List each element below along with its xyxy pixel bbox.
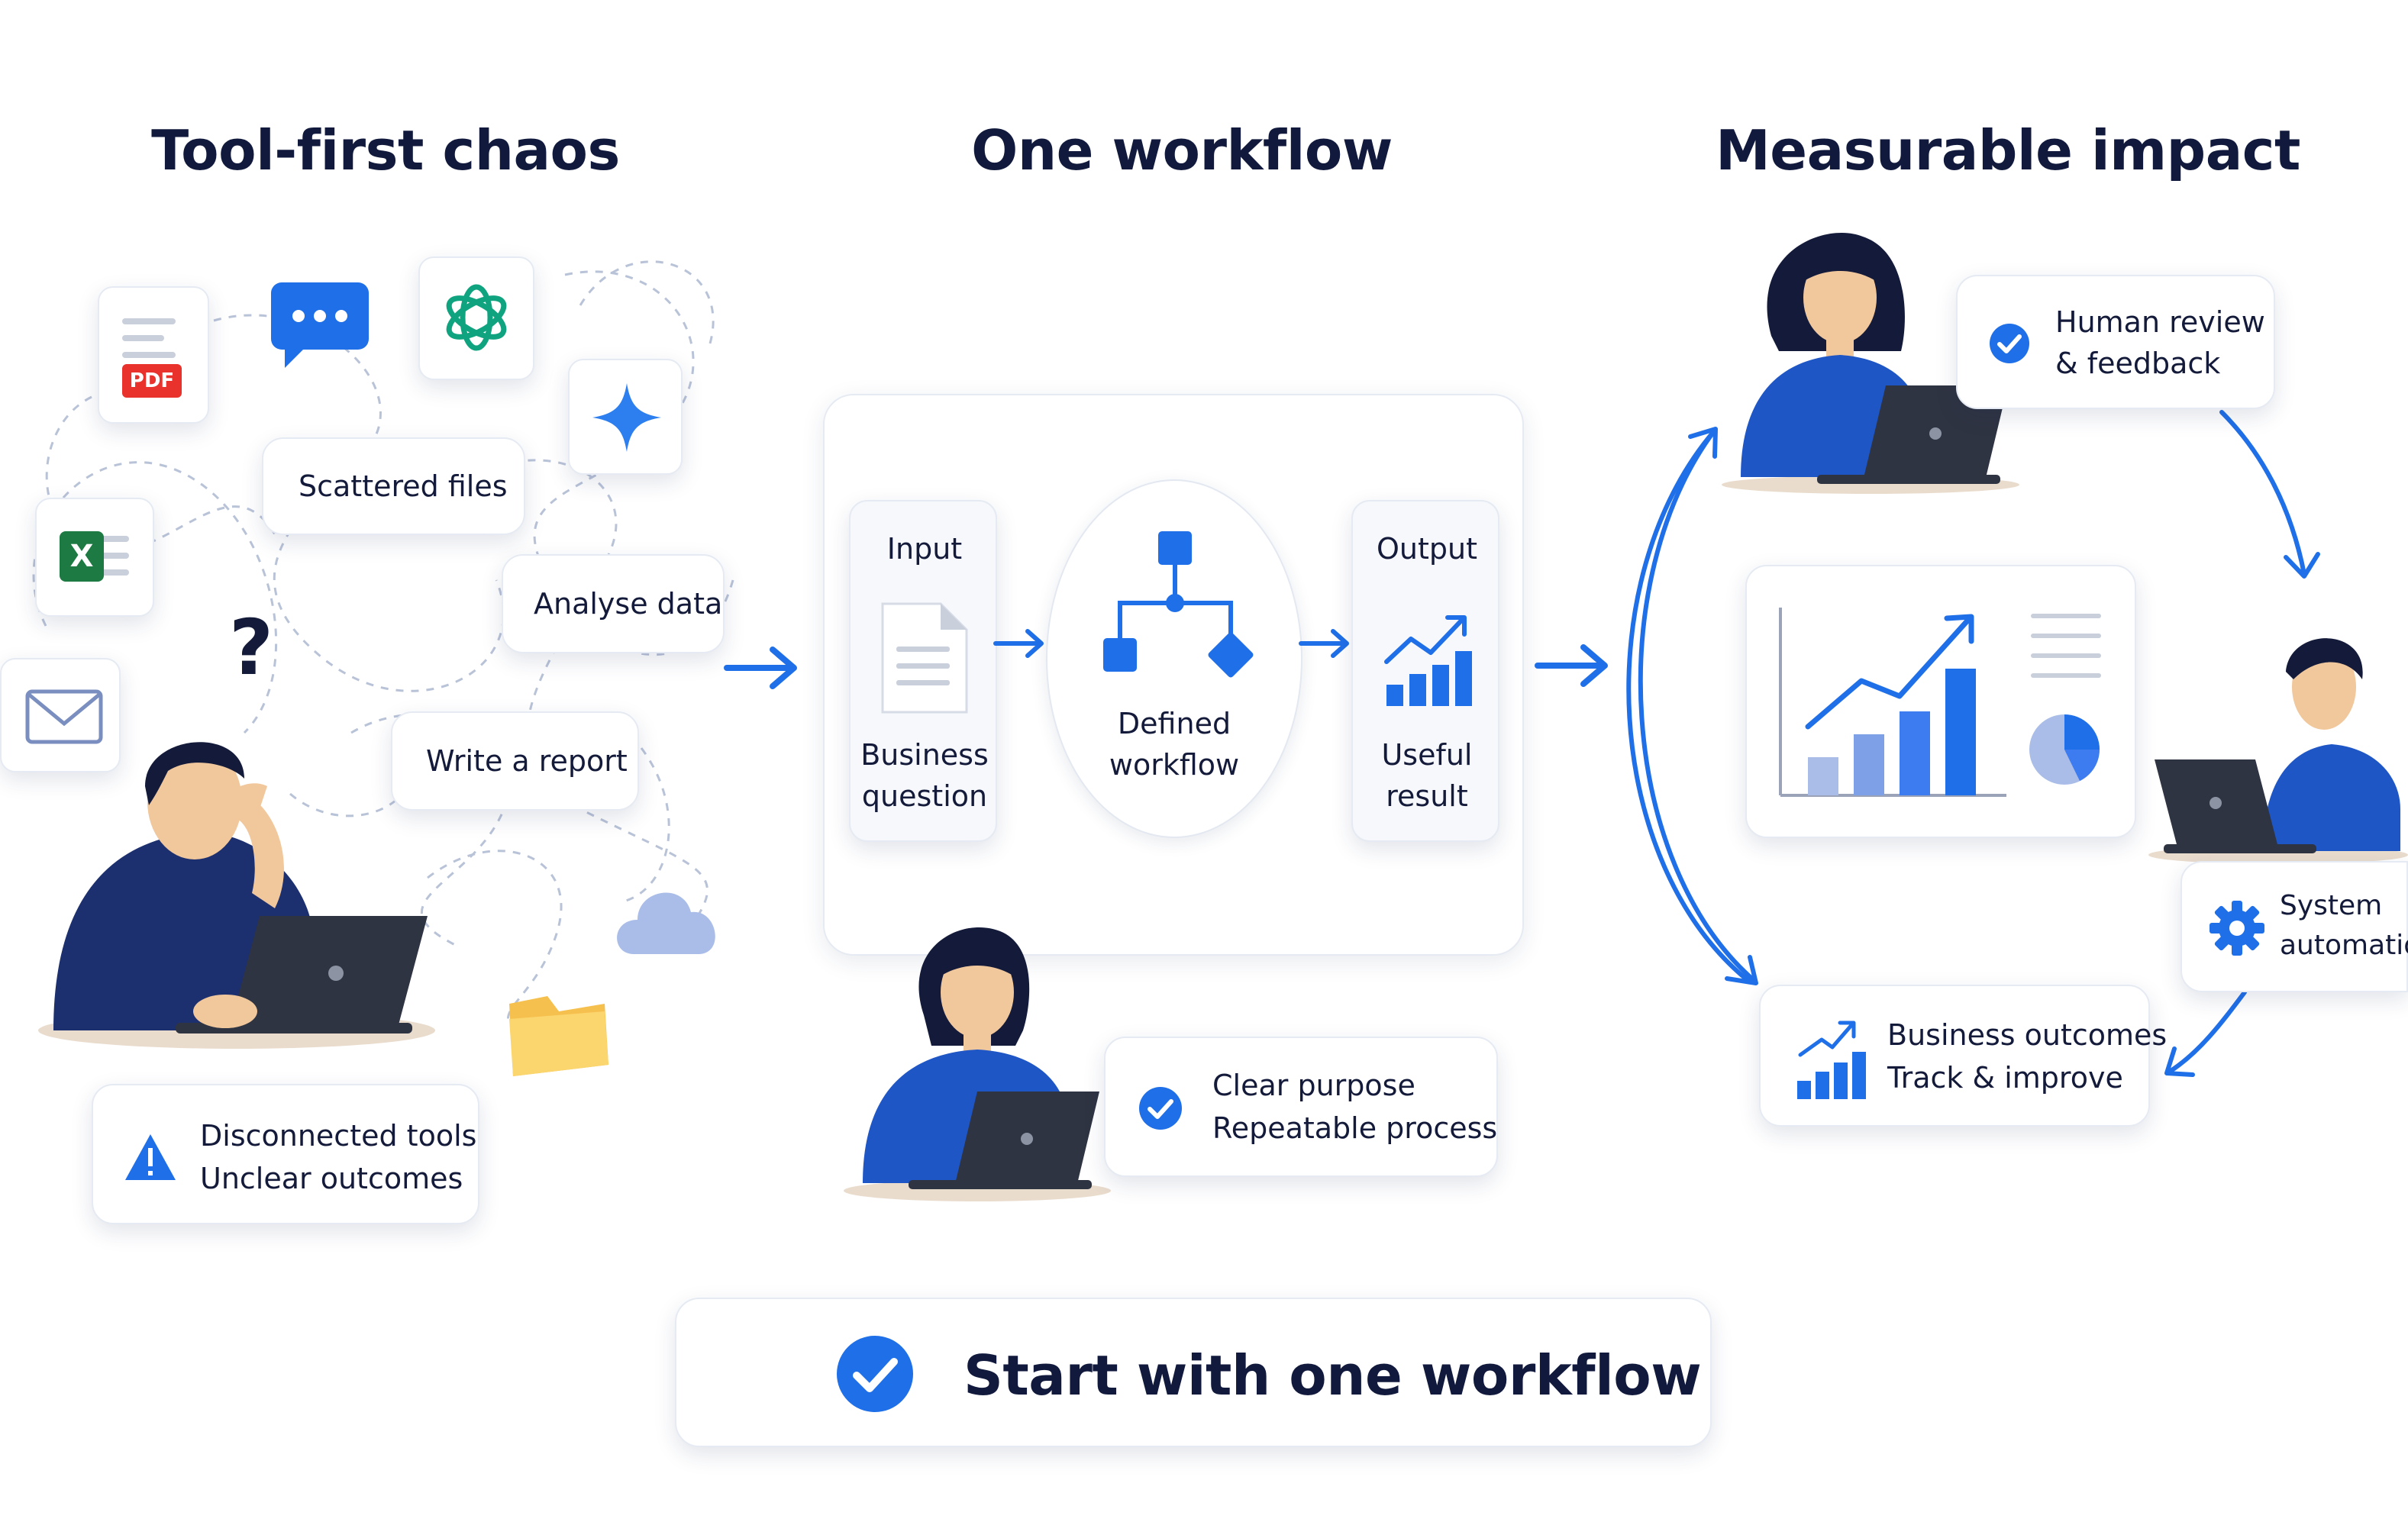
write-report-label: Write a report [426,744,628,778]
check-circle-icon [1139,1087,1182,1130]
automation-card: System automation [2180,861,2408,992]
scattered-files-card: Scattered files [262,437,525,535]
review-line1: Human review [2055,305,2265,339]
human-review-card: Human review & feedback [1956,275,2275,409]
review-line2: & feedback [2055,347,2221,380]
section-title-left: Tool-first chaos [151,118,620,182]
section-title-middle: One workflow [971,118,1393,182]
pdf-file-icon: PDF [98,286,209,424]
write-report-card: Write a report [391,711,639,811]
warning-icon [125,1134,176,1180]
outcomes-card: Business outcomes Track & improve [1759,985,2167,1127]
input-desc-line2: question [861,779,988,813]
dashboard-card [1745,565,2136,838]
arrow-right-icon [1535,644,1608,687]
mail-icon [0,658,121,772]
woman-at-laptop-illustration [844,927,1111,1201]
arrow-right-icon-small [1299,629,1349,658]
gear-icon [2209,901,2264,956]
outcomes-line1: Business outcomes [1887,1018,2168,1052]
automation-line2: automation [2280,930,2408,961]
outcomes-line2: Track & improve [1887,1061,2123,1095]
growth-chart-icon [1384,615,1472,706]
pdf-badge: PDF [122,364,182,398]
stressed-person-illustration [38,742,435,1049]
center-line2: workflow [1109,748,1240,782]
arrow-right-icon [724,647,797,689]
folder-icon [509,996,608,1076]
question-mark: ? [229,603,274,692]
excel-badge: X [60,531,104,582]
warning-line1: Disconnected tools [200,1119,477,1153]
section-title-right: Measurable impact [1716,118,2300,182]
growth-chart-icon [1797,1021,1866,1099]
excel-file-icon: X [35,498,154,617]
output-desc-line2: result [1386,779,1468,813]
start-workflow-button[interactable]: Start with one workflow [675,1298,1712,1447]
start-workflow-label: Start with one workflow [964,1343,1702,1408]
bar-chart-icon [1779,608,2006,797]
input-label: Input [886,532,963,566]
operator-person-illustration [2148,638,2408,864]
warning-card: Disconnected tools Unclear outcomes [92,1084,479,1224]
analyse-data-card: Analyse data [502,554,725,653]
output-label: Output [1377,532,1477,566]
output-desc-line1: Useful [1381,738,1473,772]
purpose-card: Clear purpose Repeatable process [1104,1037,1498,1177]
purpose-line1: Clear purpose [1212,1069,1415,1102]
cloud-icon [617,892,715,954]
scattered-files-label: Scattered files [299,469,508,503]
document-icon [881,602,968,714]
chat-bubble-icon [271,282,369,368]
flowchart-icon [1103,531,1254,678]
arrow-right-icon-small [993,629,1044,658]
warning-line2: Unclear outcomes [200,1162,463,1195]
check-circle-icon [1990,324,2029,363]
output-card: Output Useful result [1351,500,1499,842]
sparkle-icon [568,359,683,475]
reviewer-person-illustration [1722,233,2019,494]
center-line1: Defined [1117,707,1231,740]
openai-logo-icon [418,256,534,380]
purpose-line2: Repeatable process [1212,1111,1498,1145]
check-circle-icon [837,1336,913,1412]
analyse-data-label: Analyse data [534,587,723,621]
laptop-icon [909,1092,1099,1189]
input-card: Input Business question [849,500,997,842]
input-desc-line1: Business [860,738,989,772]
laptop-icon [1817,385,2008,484]
pie-chart-icon [2029,714,2100,785]
automation-line1: System [2280,890,2383,921]
defined-workflow-node: Defined workflow [1046,479,1302,838]
laptop-icon [2155,759,2316,853]
